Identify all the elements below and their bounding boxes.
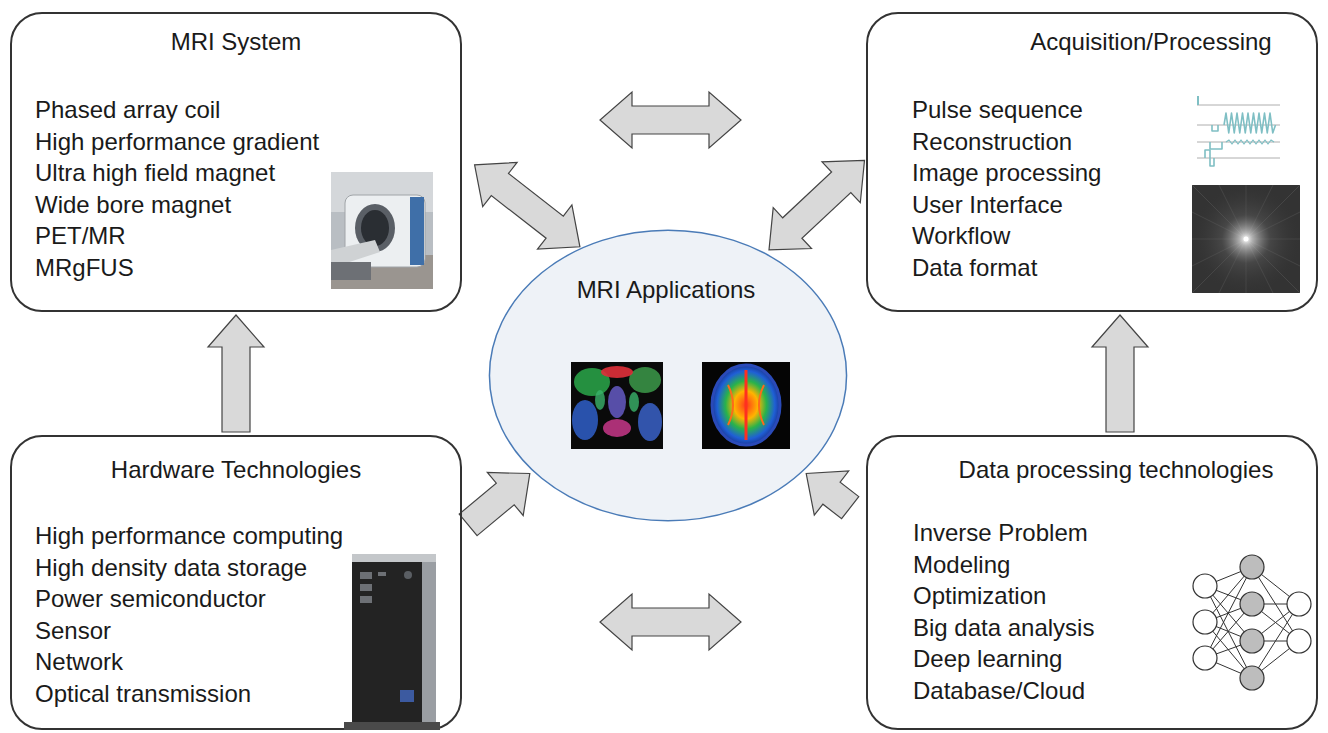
block-arrow bbox=[475, 162, 580, 249]
box-title: MRI System bbox=[171, 27, 302, 57]
list-item: Inverse Problem bbox=[913, 517, 1088, 549]
list-item: Deep learning bbox=[913, 643, 1062, 675]
block-arrow bbox=[600, 92, 741, 148]
list-item: Sensor bbox=[35, 615, 111, 647]
list-item: Modeling bbox=[913, 549, 1010, 581]
list-item: Workflow bbox=[912, 220, 1010, 252]
list-item: Power semiconductor bbox=[35, 583, 266, 615]
list-item: High density data storage bbox=[35, 552, 307, 584]
ellipse-shape bbox=[489, 230, 846, 521]
k-space-image bbox=[1192, 185, 1300, 293]
list-item: Network bbox=[35, 646, 123, 678]
list-item: Optimization bbox=[913, 580, 1046, 612]
list-item: PET/MR bbox=[35, 220, 126, 252]
block-arrow bbox=[208, 315, 264, 432]
list-item: Database/Cloud bbox=[913, 675, 1085, 707]
block-arrow bbox=[1092, 315, 1148, 432]
ellipse-node: MRI Applications bbox=[488, 229, 848, 522]
perfusion-map bbox=[702, 362, 790, 449]
dti-color-map bbox=[571, 362, 663, 449]
list-item: High performance computing bbox=[35, 520, 343, 552]
desktop-computer-photo bbox=[344, 554, 440, 730]
list-item: High performance gradient bbox=[35, 126, 319, 158]
box-title: MRI Applications bbox=[577, 275, 756, 305]
block-arrow bbox=[769, 160, 865, 250]
list-item: Reconstruction bbox=[912, 126, 1072, 158]
pulse-sequence-diagram bbox=[1197, 96, 1280, 166]
block-arrow bbox=[806, 471, 859, 519]
mri-scanner-photo bbox=[331, 172, 433, 289]
rounded-box: Acquisition/ProcessingPulse sequenceReco… bbox=[866, 12, 1318, 312]
list-item: Image processing bbox=[912, 157, 1101, 189]
list-item: Phased array coil bbox=[35, 94, 220, 126]
box-title: Acquisition/Processing bbox=[1030, 27, 1271, 57]
rounded-box: Hardware TechnologiesHigh performance co… bbox=[10, 435, 462, 730]
box-title: Data processing technologies bbox=[959, 455, 1274, 485]
list-item: User Interface bbox=[912, 189, 1063, 221]
block-arrow bbox=[600, 594, 741, 650]
rounded-box: MRI SystemPhased array coilHigh performa… bbox=[10, 12, 462, 312]
block-arrow bbox=[459, 473, 530, 536]
neural-network-icon bbox=[1193, 555, 1311, 690]
box-title: Hardware Technologies bbox=[111, 455, 361, 485]
list-item: Data format bbox=[912, 252, 1037, 284]
ellipse-outline bbox=[488, 229, 848, 522]
list-item: Big data analysis bbox=[913, 612, 1094, 644]
list-item: Ultra high field magnet bbox=[35, 157, 275, 189]
list-item: Pulse sequence bbox=[912, 94, 1083, 126]
list-item: MRgFUS bbox=[35, 252, 134, 284]
rounded-box: Data processing technologiesInverse Prob… bbox=[866, 435, 1318, 730]
list-item: Optical transmission bbox=[35, 678, 251, 710]
list-item: Wide bore magnet bbox=[35, 189, 231, 221]
